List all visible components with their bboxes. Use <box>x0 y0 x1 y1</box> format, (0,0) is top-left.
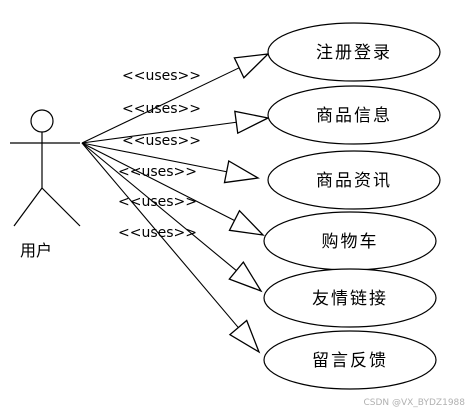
use-case-ellipse[interactable] <box>263 330 437 390</box>
actor-head <box>30 109 54 133</box>
association-line <box>81 121 237 144</box>
arrowhead <box>233 53 270 79</box>
uses-label: <<uses>> <box>122 133 201 149</box>
association-lines <box>81 53 270 354</box>
arrowhead <box>234 110 270 135</box>
actor-left-leg <box>13 187 43 227</box>
use-case-3[interactable]: 商品资讯 <box>267 150 441 210</box>
actor-right-leg <box>41 187 81 227</box>
use-case-label: 购物车 <box>322 232 379 252</box>
uses-label: <<uses>> <box>122 101 201 117</box>
arrowhead <box>223 159 260 184</box>
uses-label: <<uses>> <box>118 225 197 241</box>
use-case-label: 商品信息 <box>316 106 392 126</box>
use-case-ellipse[interactable] <box>267 85 441 145</box>
actor-label: 用户 <box>20 241 52 260</box>
association-line <box>81 142 237 272</box>
association-line <box>81 142 235 221</box>
use-case-label: 商品资讯 <box>316 171 392 191</box>
use-case-label: 留言反馈 <box>312 351 388 371</box>
relation-labels: <<uses>> <<uses>> <<uses>> <<uses>> <<uses>>… <box>118 68 201 241</box>
association-line <box>81 142 227 173</box>
actor-figure <box>10 109 81 227</box>
uses-label: <<uses>> <box>118 164 197 180</box>
use-case-ellipse[interactable] <box>267 22 441 82</box>
arrowhead <box>228 209 265 236</box>
use-case-label: 注册登录 <box>316 43 392 63</box>
use-case-5[interactable]: 友情链接 <box>263 268 437 328</box>
use-case-4[interactable]: 购物车 <box>263 211 437 271</box>
use-case-2[interactable]: 商品信息 <box>267 85 441 145</box>
arrowhead <box>228 261 263 293</box>
use-case-label: 友情链接 <box>312 289 388 309</box>
uses-label: <<uses>> <box>118 194 197 210</box>
arrowhead <box>228 319 261 354</box>
association-line <box>81 142 239 328</box>
association-line <box>81 67 240 144</box>
watermark: CSDN @VX_BYDZ1988 <box>363 398 465 408</box>
use-case-ellipse[interactable] <box>263 268 437 328</box>
use-case-1[interactable]: 注册登录 <box>267 22 441 82</box>
use-case-ellipse[interactable] <box>267 150 441 210</box>
uses-label: <<uses>> <box>122 68 201 84</box>
use-case-6[interactable]: 留言反馈 <box>263 330 437 390</box>
